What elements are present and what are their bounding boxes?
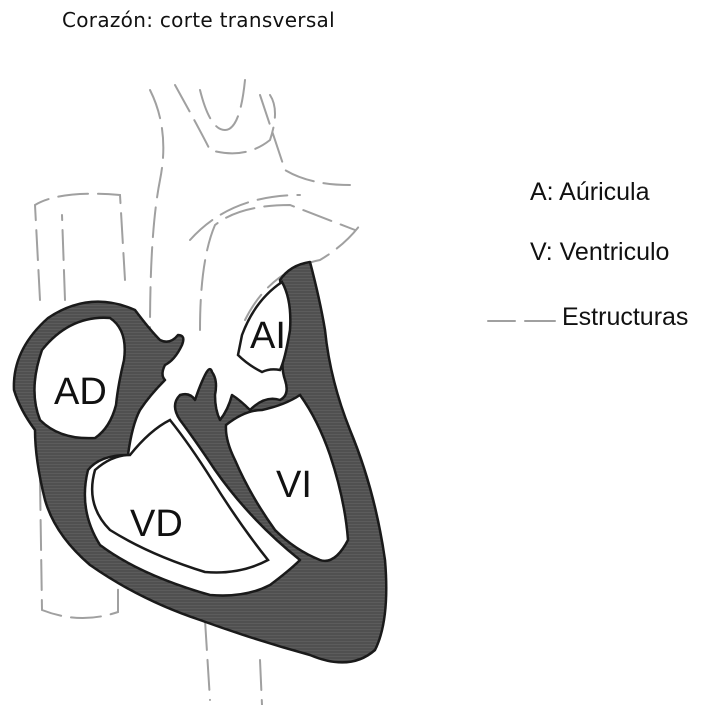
- aortic-branch: [260, 95, 350, 185]
- pulmonary-branch: [190, 195, 300, 240]
- inferior-vessel-2: [260, 660, 262, 705]
- legend-ventricle: V: Ventriculo: [530, 238, 669, 267]
- legend-structures: Estructuras: [562, 303, 688, 332]
- aorta-left: [150, 90, 163, 330]
- superior-vena-cava: [35, 194, 125, 300]
- superior-vena-cava-inner: [62, 215, 65, 300]
- label-vi: VI: [276, 464, 312, 506]
- label-ad: AD: [54, 371, 107, 413]
- inferior-vessel: [205, 620, 210, 700]
- legend-atrium: A: Aúricula: [530, 178, 650, 207]
- aorta-top: [200, 80, 245, 130]
- label-vd: VD: [130, 503, 183, 545]
- label-ai: AI: [250, 315, 286, 357]
